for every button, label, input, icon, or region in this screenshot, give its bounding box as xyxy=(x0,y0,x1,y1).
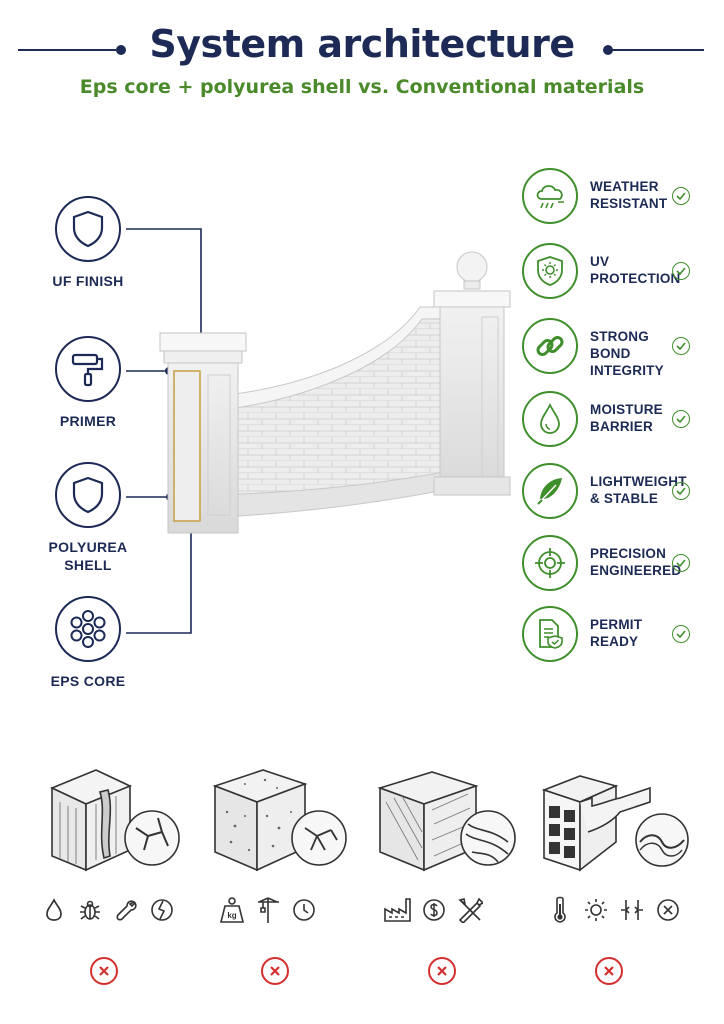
material-concrete-issues: kg xyxy=(214,893,322,927)
close-icon xyxy=(270,966,280,976)
layer-primer: PRIMER xyxy=(28,336,148,430)
feature-icon-circle xyxy=(522,391,578,447)
layer-label: POLYUREA SHELL xyxy=(48,539,128,573)
layer-icon-circle xyxy=(55,336,121,402)
material-pvc-issues xyxy=(542,893,686,927)
layer-label: EPS CORE xyxy=(50,673,126,689)
shield-icon xyxy=(72,476,104,514)
close-icon xyxy=(437,966,447,976)
layer-icon-circle xyxy=(55,596,121,662)
feature-icon-circle xyxy=(522,463,578,519)
shield-icon xyxy=(72,210,104,248)
pvc-cross-mark xyxy=(595,957,623,985)
right-pillar xyxy=(433,251,511,496)
material-stone-illustration xyxy=(377,771,516,872)
title-dot-left xyxy=(116,45,126,55)
feature-icon-circle xyxy=(522,535,578,591)
layer-polyurea-shell: POLYUREA SHELL xyxy=(28,462,148,574)
tools-icon xyxy=(458,897,483,923)
page-title: System architecture xyxy=(149,22,575,66)
page-subtitle: Eps core + polyurea shell vs. Convention… xyxy=(79,76,645,98)
weight-kg-icon: kg xyxy=(219,897,245,923)
water-drop-icon xyxy=(46,898,62,921)
expansion-gap-icon xyxy=(621,900,643,920)
crack-icon xyxy=(151,899,173,921)
layer-icon-circle xyxy=(55,196,121,262)
sun-icon xyxy=(585,899,607,921)
feature-icon-circle xyxy=(522,318,578,374)
crosshair-icon xyxy=(535,548,565,578)
material-wood-issues xyxy=(36,893,180,927)
wall-illustration xyxy=(159,251,511,534)
check-icon xyxy=(672,262,690,280)
check-icon xyxy=(672,187,690,205)
svg-text:kg: kg xyxy=(227,911,236,920)
material-concrete-illustration xyxy=(212,769,347,872)
check-icon xyxy=(672,625,690,643)
feature-lightweight-stable: LIGHTWEIGHT& STABLE xyxy=(522,463,702,525)
material-pvc-illustration xyxy=(541,775,689,872)
concrete-cross-mark xyxy=(261,957,289,985)
close-circle-icon xyxy=(657,899,679,921)
left-pillar xyxy=(159,332,247,534)
wrench-icon xyxy=(116,900,137,921)
storm-cloud-icon xyxy=(536,185,564,209)
header: System architecture xyxy=(0,22,724,78)
material-wood-illustration xyxy=(50,769,180,872)
factory-icon xyxy=(384,898,411,922)
check-icon xyxy=(672,554,690,572)
close-icon xyxy=(604,966,614,976)
check-icon xyxy=(672,482,690,500)
thermometer-icon xyxy=(554,896,566,923)
wall-body xyxy=(229,314,451,504)
paint-roller-icon xyxy=(71,353,104,387)
wood-cross-mark xyxy=(90,957,118,985)
stone-cross-mark xyxy=(428,957,456,985)
feature-icon-circle xyxy=(522,168,578,224)
title-rule-right xyxy=(612,49,704,51)
crane-icon xyxy=(258,897,279,923)
feature-icon-circle xyxy=(522,243,578,299)
layer-label: PRIMER xyxy=(59,413,117,429)
chain-link-icon xyxy=(536,336,564,356)
bead-cluster-icon xyxy=(70,610,106,648)
close-icon xyxy=(99,966,109,976)
sun-shield-icon xyxy=(537,256,563,286)
layer-icon-circle xyxy=(55,462,121,528)
feature-label: LIGHTWEIGHT& STABLE xyxy=(590,474,687,506)
check-icon xyxy=(672,337,690,355)
layer-eps-core: EPS CORE xyxy=(28,596,148,690)
bug-icon xyxy=(80,900,100,920)
feather-icon xyxy=(537,478,562,505)
feature-icon-circle xyxy=(522,606,578,662)
material-stone-issues xyxy=(380,893,488,927)
layer-uf-finish: UF FINISH xyxy=(28,196,148,290)
layer-label: UF FINISH xyxy=(52,273,124,289)
title-rule-left xyxy=(18,49,116,51)
clock-icon xyxy=(293,899,315,921)
document-check-icon xyxy=(539,619,563,649)
dollar-icon xyxy=(423,899,445,921)
check-icon xyxy=(672,410,690,428)
title-dot-right xyxy=(603,45,613,55)
water-drop-icon xyxy=(540,403,560,434)
